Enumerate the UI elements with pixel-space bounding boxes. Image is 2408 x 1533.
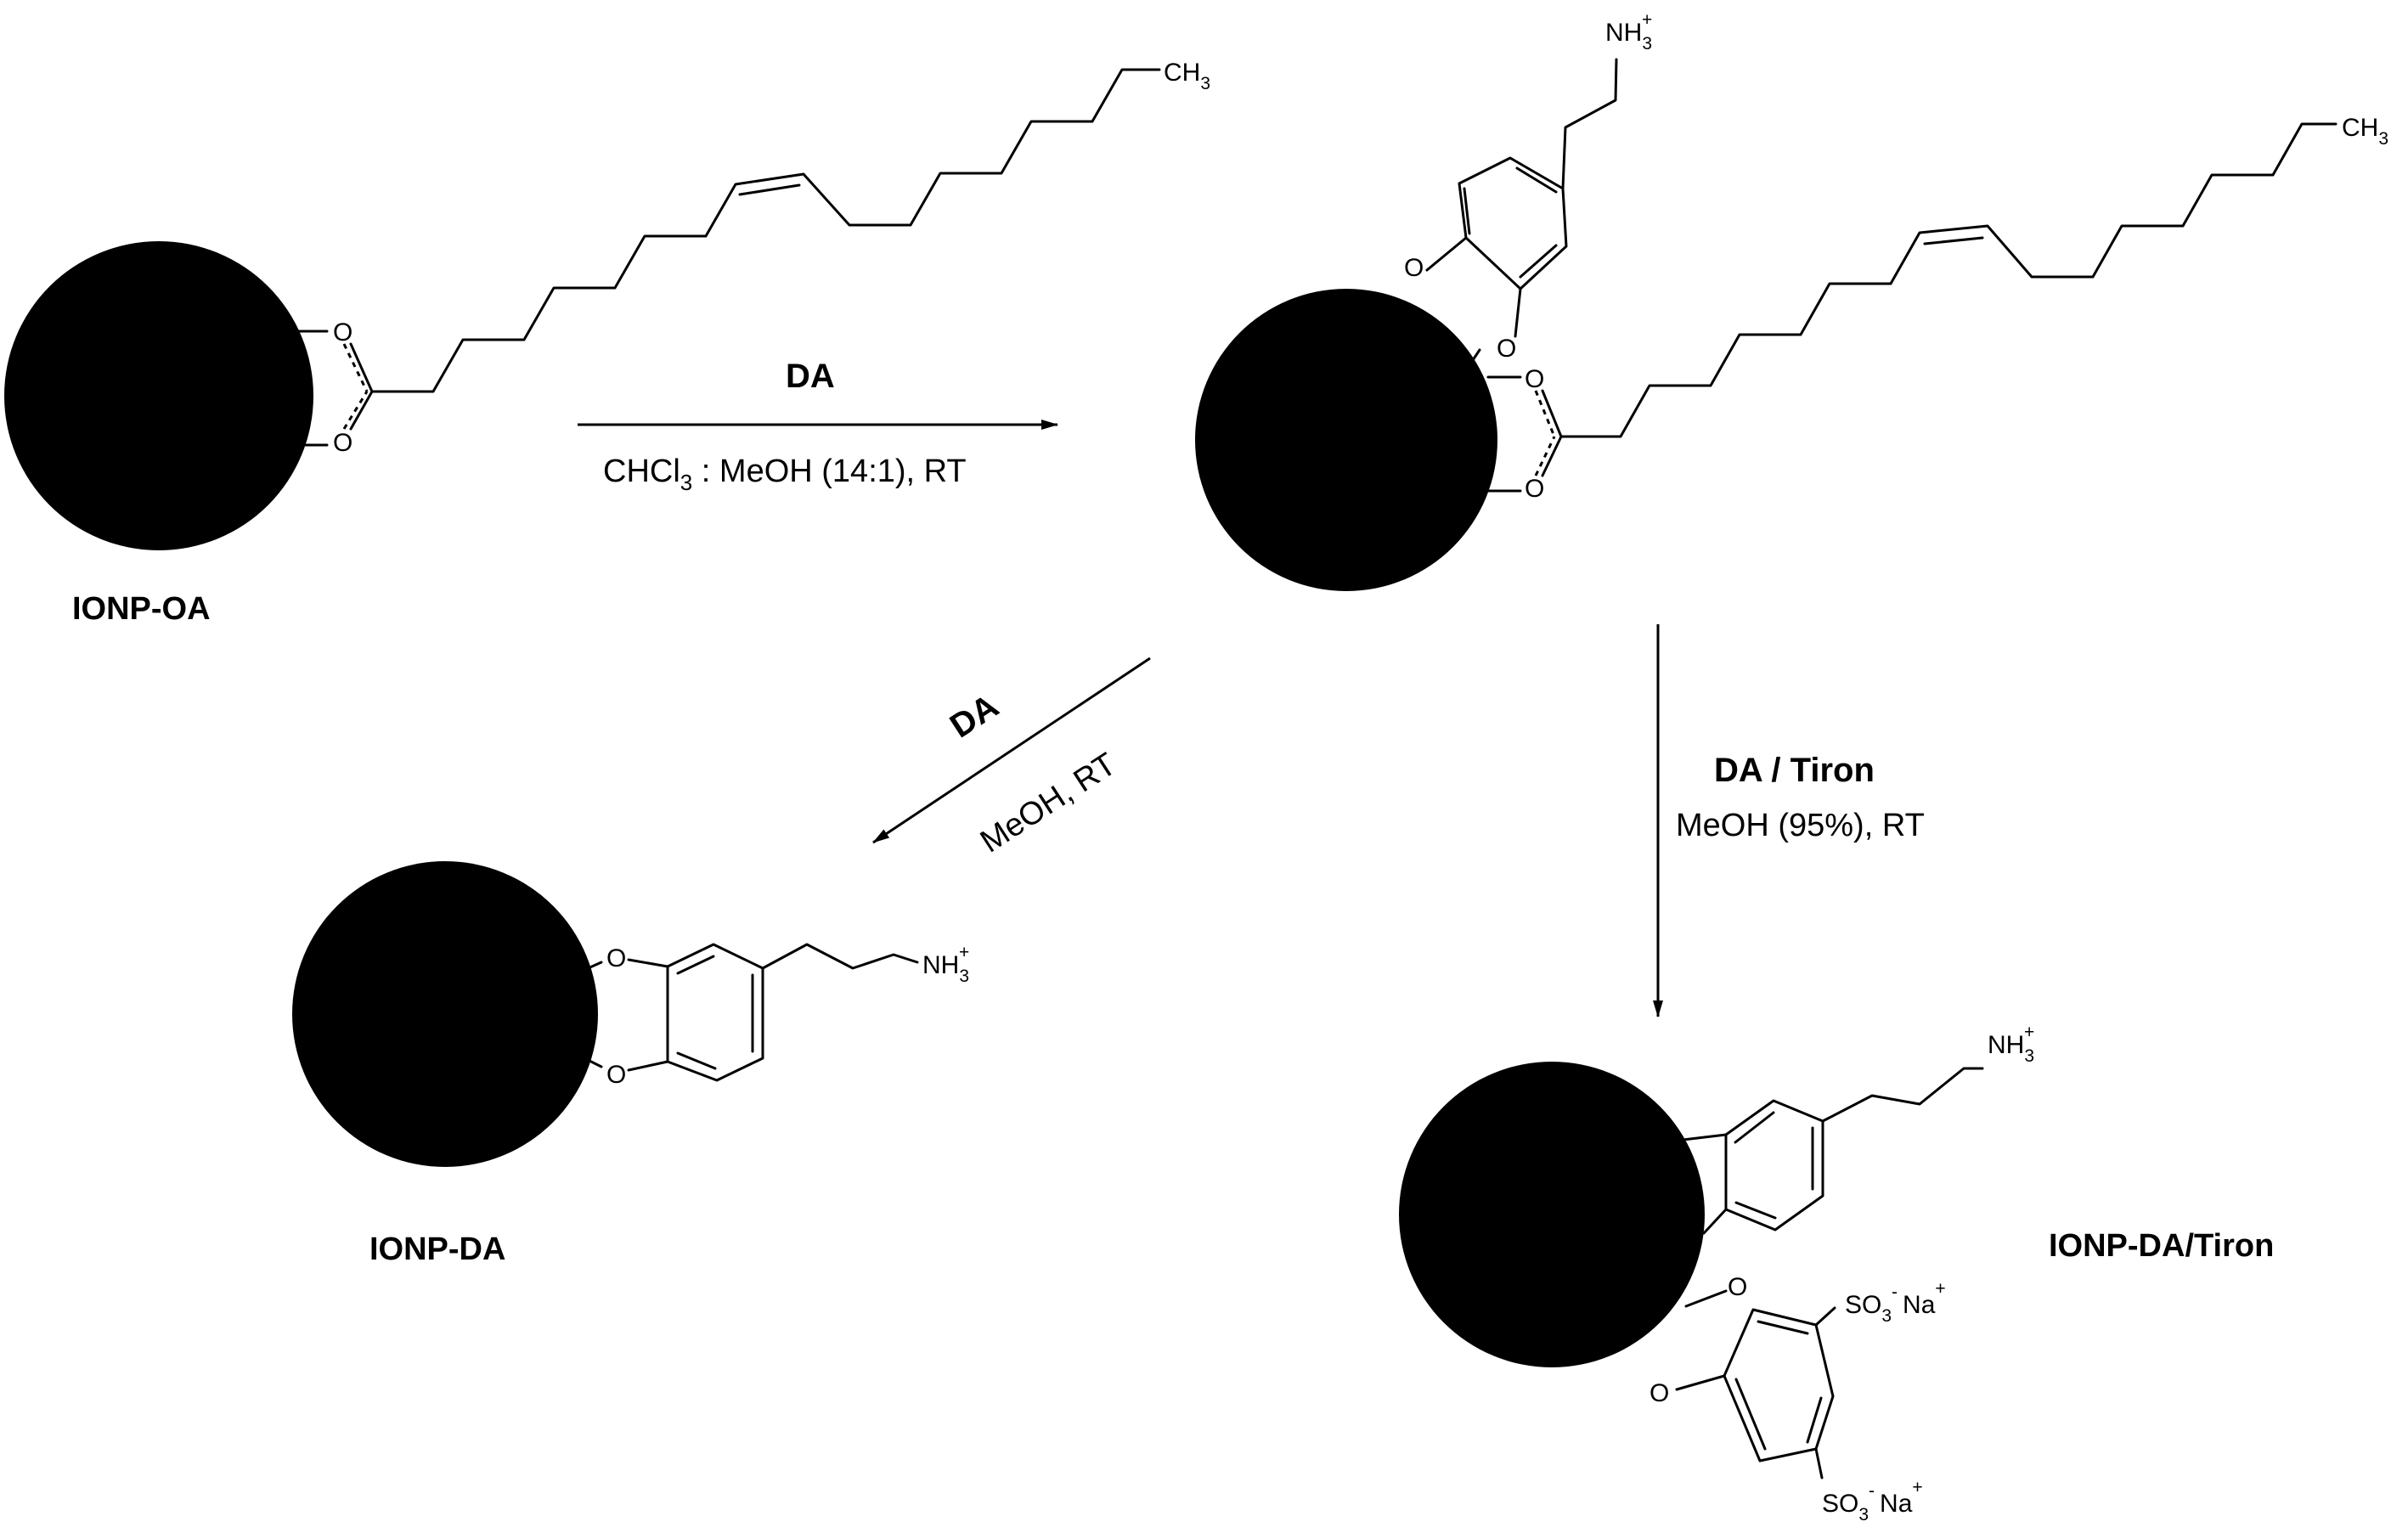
condition-step-1: CHCl3 : MeOH (14:1), RT	[603, 454, 967, 495]
atom-o-8: O	[606, 1061, 626, 1089]
ammonium-2: NH3+	[922, 943, 969, 986]
atom-o-4: O	[1497, 335, 1516, 363]
intermediate-structure: O O NH3+ O O CH3	[1195, 10, 2388, 591]
arrow-step-2: DA MeOH, RT	[872, 657, 1151, 860]
condition-step-3: MeOH (95%), RT	[1676, 808, 1925, 843]
atom-o-10: O	[1683, 1223, 1703, 1251]
atom-o-12: O	[1650, 1379, 1669, 1407]
label-ionp-oa: IONP-OA	[72, 591, 211, 627]
atom-o-6: O	[1525, 475, 1544, 503]
ionp-da-structure: O O NH3+	[292, 861, 969, 1167]
nanoparticle-da	[292, 861, 598, 1167]
dopamine-ring-1	[1458, 156, 1568, 290]
atom-o-9: O	[1633, 1131, 1652, 1159]
ammonium-3: NH3+	[1988, 1023, 2034, 1066]
sulfonate-2: SO3-Na+	[1822, 1478, 1923, 1525]
reagent-step-3: DA / Tiron	[1714, 752, 1875, 789]
sulfonate-1: SO3-Na+	[1845, 1279, 1946, 1326]
atom-o-1: O	[333, 318, 352, 347]
atom-o-11: O	[1728, 1273, 1747, 1301]
label-ionp-da: IONP-DA	[369, 1231, 505, 1267]
methyl-oa: CH3	[1164, 59, 1210, 93]
dopamine-ring-2	[666, 943, 764, 1082]
condition-step-2: MeOH, RT	[974, 747, 1123, 860]
nanoparticle-da-tiron	[1399, 1062, 1705, 1367]
tiron-ring	[1723, 1308, 1835, 1463]
reagent-step-2: DA	[944, 687, 1005, 745]
atom-o-5: O	[1525, 365, 1544, 393]
nanoparticle-intermediate	[1195, 289, 1497, 591]
atom-o-7: O	[606, 944, 626, 972]
reagent-step-1: DA	[786, 358, 835, 395]
oleate-chain-2	[1559, 122, 2338, 438]
ionp-da-tiron-structure: O O NH3+ O O SO3-Na+ SO3-Na+	[1399, 1023, 2034, 1525]
ammonium-1: NH3+	[1605, 10, 1652, 54]
dopamine-ring-3	[1724, 1099, 1824, 1231]
arrow-step-1: DA CHCl3 : MeOH (14:1), RT	[578, 358, 1058, 495]
arrow-step-3: DA / Tiron MeOH (95%), RT	[1653, 624, 1925, 1017]
atom-o-2: O	[333, 429, 352, 457]
ionp-oa-structure: O O CH3	[4, 59, 1210, 550]
atom-o-3: O	[1404, 254, 1424, 282]
label-ionp-da-tiron: IONP-DA/Tiron	[2049, 1228, 2274, 1264]
oleate-chain	[370, 68, 1161, 393]
methyl-intermediate: CH3	[2342, 114, 2388, 149]
nanoparticle-oa	[4, 241, 313, 550]
